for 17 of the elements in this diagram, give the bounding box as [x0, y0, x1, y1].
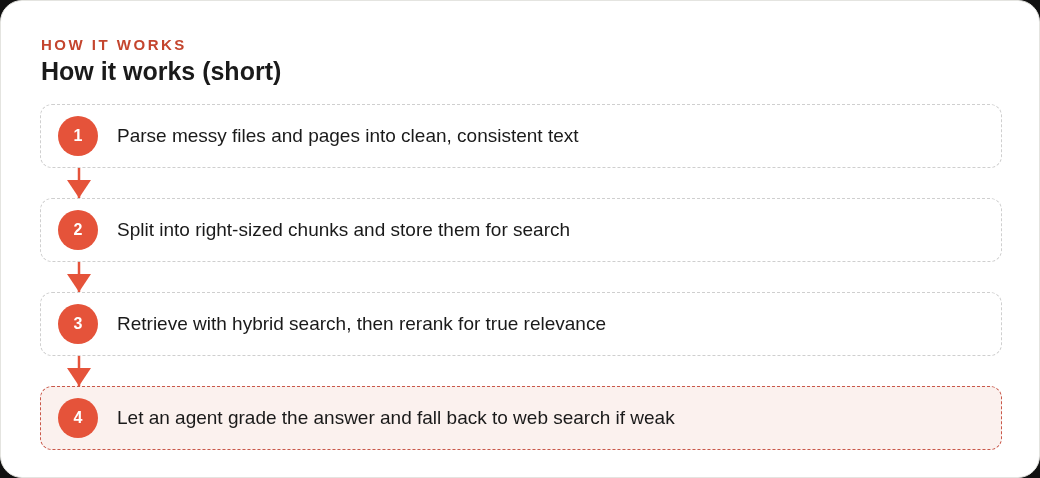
eyebrow-label: HOW IT WORKS [41, 36, 187, 54]
step-card [40, 292, 1002, 356]
number-badge: 4 [58, 397, 98, 438]
step-text: Split into right-sized chunks and store them for search [117, 217, 571, 242]
title: How it works (short) [41, 56, 282, 86]
step-card [40, 104, 1002, 168]
highlighted-step-card [40, 386, 1002, 450]
number-badge: 2 [58, 209, 98, 250]
step-text: Let an agent grade the answer and fall back to web search if weak [117, 405, 675, 430]
step-text: Retrieve with hybrid search, then rerank for true relevance [117, 311, 606, 336]
number-badge: 1 [58, 115, 98, 156]
step-card [40, 198, 1002, 262]
arrow [67, 168, 91, 198]
step-text: Parse messy files and pages into clean, consistent text [117, 123, 579, 148]
number-badge: 3 [58, 303, 98, 344]
arrow [67, 356, 91, 386]
arrow [67, 262, 91, 292]
